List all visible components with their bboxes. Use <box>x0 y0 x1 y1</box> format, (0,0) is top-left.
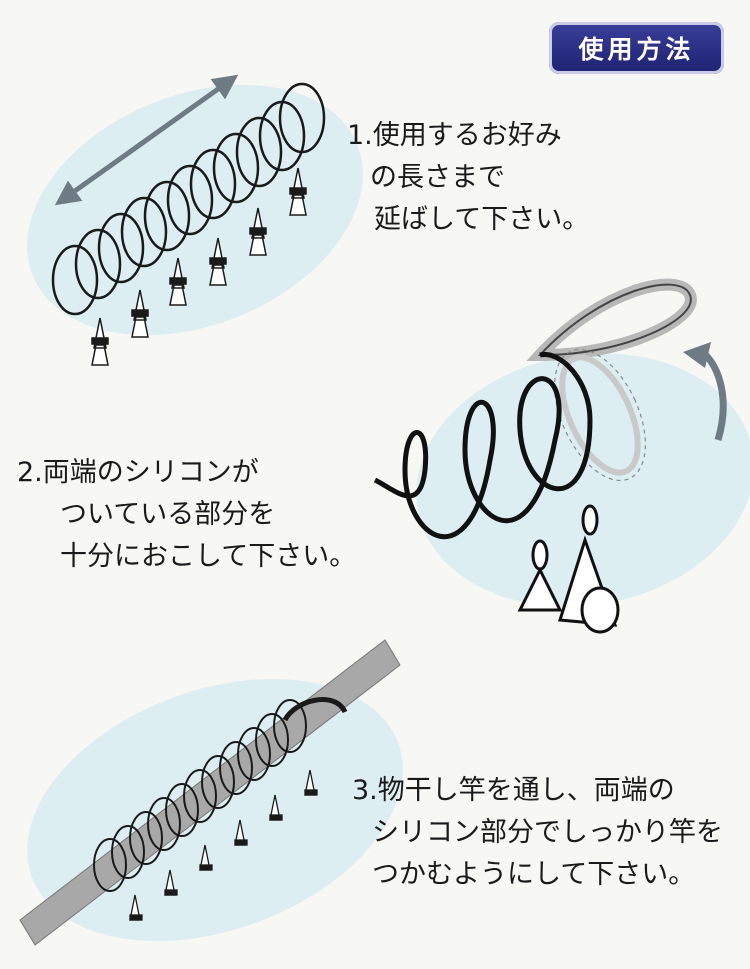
coil-on-pole <box>93 697 348 892</box>
step-1-line-3: 延ばして下さい。 <box>374 204 590 235</box>
step-3-line-2: シリコン部分でしっかり竿を <box>372 817 723 848</box>
coil-close-up <box>373 351 593 540</box>
silicone-end-raised <box>526 278 697 482</box>
step-3-line-3: つかむようにして下さい。 <box>372 859 696 890</box>
step-1-line-1: 1.使用するお好み <box>347 120 562 151</box>
step-2-line-3: 十分におこして下さい。 <box>60 541 357 572</box>
step-3-line-1: 3.物干し竿を通し、両端の <box>352 775 675 806</box>
step-2-instructions: 2.両端のシリコンが ついている部分を 十分におこして下さい。 <box>17 452 356 578</box>
step3-illustration <box>19 639 403 946</box>
hanging-clips <box>129 769 318 921</box>
step-3-instructions: 3.物干し竿を通し、両端の シリコン部分でしっかり竿を つかむようにして下さい。 <box>352 770 723 896</box>
step2-illustration <box>373 278 750 634</box>
clips <box>91 167 307 366</box>
step-1-instructions: 1.使用するお好み の長さまで 延ばして下さい。 <box>347 115 589 241</box>
step2-background-blob <box>416 353 750 607</box>
step-2-line-1: 2.両端のシリコンが <box>17 457 259 488</box>
chain-clips <box>517 504 620 634</box>
usage-title-badge: 使用方法 <box>549 22 724 74</box>
step-2-line-2: ついている部分を <box>60 499 276 530</box>
step1-illustration <box>27 74 363 366</box>
step-1-line-2: の長さまで <box>370 162 505 193</box>
stretch-arrow <box>54 74 239 206</box>
coil-spring <box>51 82 326 316</box>
